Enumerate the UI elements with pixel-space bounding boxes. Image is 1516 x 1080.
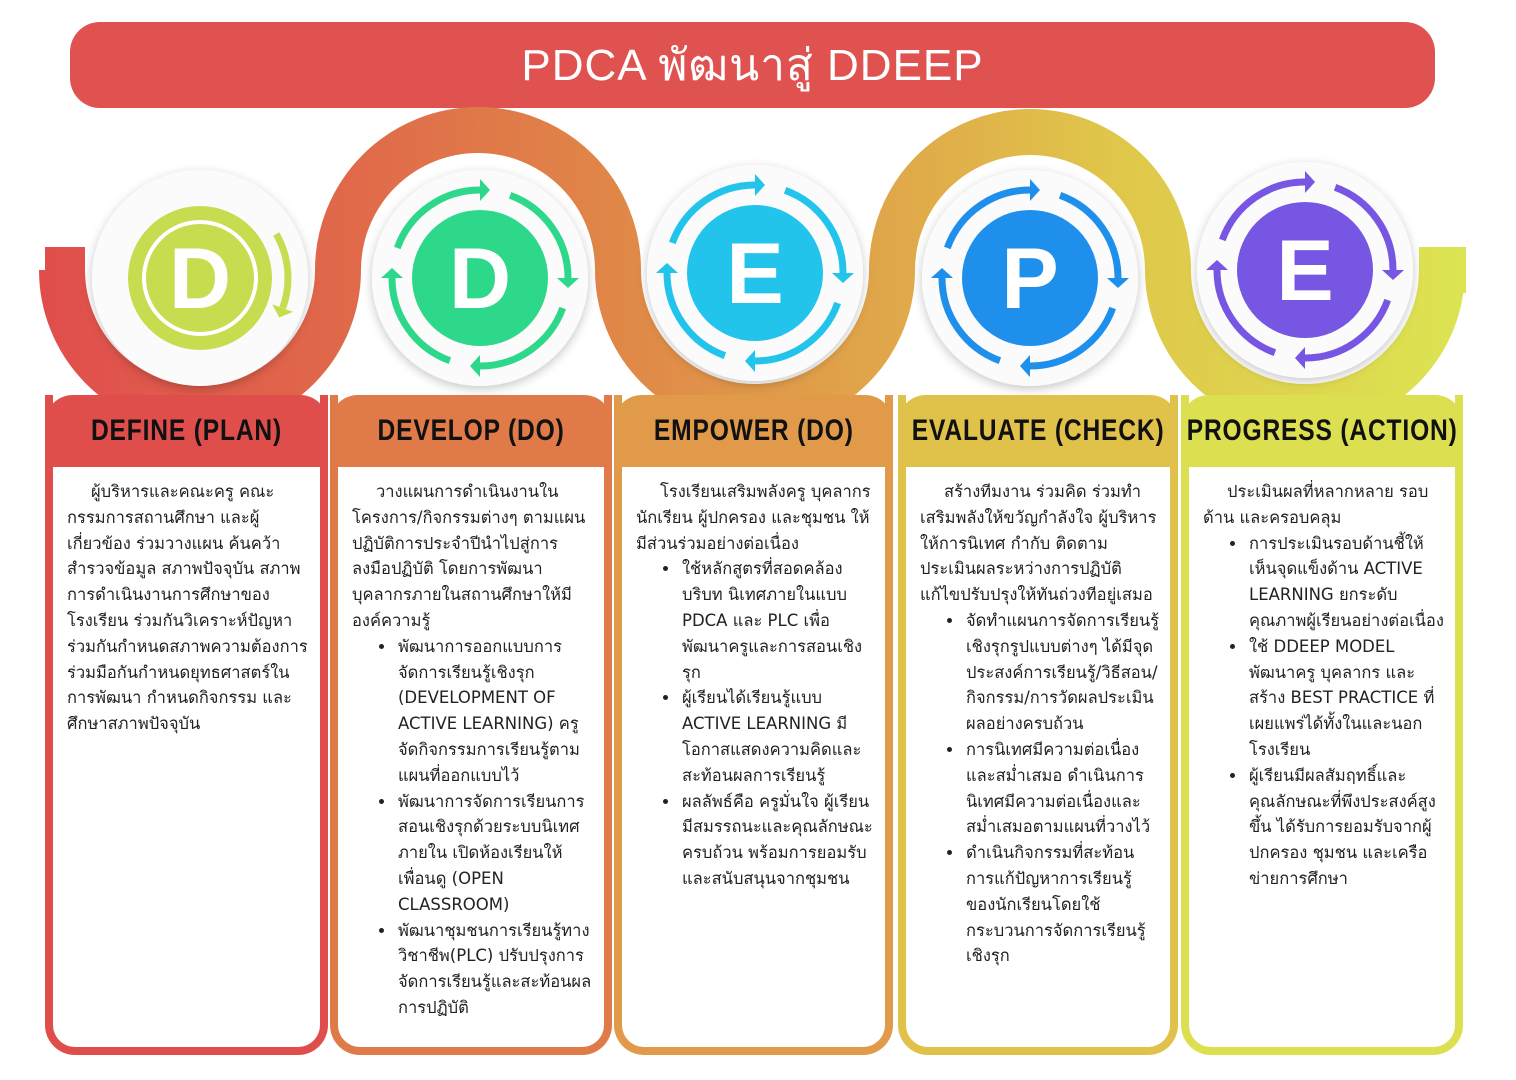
circle-icon-5: E bbox=[1197, 162, 1413, 378]
card-heading: EMPOWER (DO) bbox=[614, 395, 893, 467]
card-evaluate: EVALUATE (CHECK) สร้างทีมงาน ร่วมคิด ร่ว… bbox=[898, 395, 1178, 1055]
card-body: สร้างทีมงาน ร่วมคิด ร่วมทำ เสริมพลังให้ข… bbox=[920, 479, 1160, 969]
arrow-head-icon bbox=[272, 304, 294, 318]
cycle-arrow-icon bbox=[1219, 178, 1306, 242]
cycle-arrow-icon bbox=[1058, 192, 1122, 279]
card-body: ประเมินผลที่หลากหลาย รอบด้าน และครอบคลุม… bbox=[1203, 479, 1445, 892]
cycle-arrow-icon bbox=[783, 187, 847, 274]
circle-icon-2: D bbox=[372, 170, 588, 386]
bullet-item: พัฒนาการออกแบบการจัดการเรียนรู้เชิงรุก (… bbox=[396, 634, 594, 789]
circle-letter: D bbox=[449, 231, 511, 327]
bullet-item: ผู้เรียนมีผลสัมฤทธิ์และคุณลักษณะที่พึงปร… bbox=[1247, 763, 1445, 892]
bullet-item: พัฒนาชุมชนการเรียนรู้ทางวิชาชีพ(PLC) ปรั… bbox=[396, 918, 594, 1021]
arrow-head-icon bbox=[1030, 179, 1040, 201]
bullet-item: จัดทำแผนการจัดการเรียนรู้เชิงรุกรูปแบบต่… bbox=[964, 608, 1160, 737]
circle-letter: E bbox=[1276, 223, 1333, 319]
bullet-item: ใช้หลักสูตรที่สอดคล้องบริบท นิเทศภายในแบ… bbox=[680, 556, 875, 685]
card-heading-text: EVALUATE (CHECK) bbox=[911, 414, 1165, 447]
card-intro: วางแผนการดำเนินงานในโครงการ/กิจกรรมต่างๆ… bbox=[352, 482, 586, 630]
cycle-arrow-icon bbox=[388, 277, 452, 364]
cycle-arrow-icon bbox=[663, 272, 727, 359]
arrow-head-icon bbox=[1020, 355, 1030, 377]
letter-disc bbox=[687, 205, 823, 341]
circle-icon-1: D bbox=[92, 170, 308, 386]
bullet-item: การประเมินรอบด้านชี้ให้เห็นจุดแข็งด้าน A… bbox=[1247, 531, 1445, 634]
letter-disc bbox=[962, 210, 1098, 346]
circle-letter: P bbox=[1001, 231, 1058, 327]
card-heading: EVALUATE (CHECK) bbox=[898, 395, 1178, 467]
cycle-arrow-icon bbox=[1304, 298, 1391, 362]
bullet-item: ดำเนินกิจกรรมที่สะท้อนการแก้ปัญหาการเรีย… bbox=[964, 840, 1160, 969]
bullet-list: การประเมินรอบด้านชี้ให้เห็นจุดแข็งด้าน A… bbox=[1203, 531, 1445, 892]
circle-icon-4: P bbox=[922, 170, 1138, 386]
bullet-item: พัฒนาการจัดการเรียนการสอนเชิงรุกด้วยระบบ… bbox=[396, 789, 594, 918]
bullet-item: ผู้เรียนได้เรียนรู้แบบ ACTIVE LEARNING ม… bbox=[680, 685, 875, 788]
card-heading: DEVELOP (DO) bbox=[330, 395, 612, 467]
cycle-arrow-icon bbox=[944, 186, 1031, 250]
card-body: ผู้บริหารและคณะครู คณะกรรมการสถานศึกษา แ… bbox=[67, 479, 310, 737]
bullet-item: ใช้ DDEEP MODEL พัฒนาครู บุคลากร และสร้า… bbox=[1247, 634, 1445, 763]
arrow-head-icon bbox=[1295, 347, 1305, 369]
cycle-arrow-icon bbox=[1213, 269, 1277, 356]
cycle-arrow-icon bbox=[394, 186, 481, 250]
card-progress: PROGRESS (ACTION) ประเมินผลที่หลากหลาย ร… bbox=[1181, 395, 1463, 1055]
card-heading-text: DEVELOP (DO) bbox=[377, 414, 565, 447]
bullet-item: ผลลัพธ์คือ ครูมั่นใจ ผู้เรียนมีสมรรถนะแล… bbox=[680, 789, 875, 892]
card-heading: PROGRESS (ACTION) bbox=[1181, 395, 1463, 467]
cycle-arrow-icon bbox=[508, 192, 572, 279]
inner-ring bbox=[142, 220, 258, 336]
card-define: DEFINE (PLAN) ผู้บริหารและคณะครู คณะกรรม… bbox=[45, 395, 328, 1055]
card-body: โรงเรียนเสริมพลังครู บุคลากร นักเรียน ผู… bbox=[636, 479, 875, 892]
card-heading-text: DEFINE (PLAN) bbox=[90, 414, 283, 447]
circle-letter: D bbox=[169, 231, 231, 327]
arrow-head-icon bbox=[1206, 260, 1228, 270]
arrow-head-icon bbox=[1107, 278, 1129, 288]
arrow-head-icon bbox=[470, 355, 480, 377]
title-banner: PDCA พัฒนาสู่ DDEEP bbox=[70, 22, 1435, 108]
card-heading: DEFINE (PLAN) bbox=[45, 395, 328, 467]
card-empower: EMPOWER (DO) โรงเรียนเสริมพลังครู บุคลาก… bbox=[614, 395, 893, 1055]
cycle-arrow-icon bbox=[479, 306, 566, 370]
arrow-head-icon bbox=[832, 273, 854, 283]
card-intro: โรงเรียนเสริมพลังครู บุคลากร นักเรียน ผู… bbox=[636, 482, 871, 553]
bullet-list: จัดทำแผนการจัดการเรียนรู้เชิงรุกรูปแบบต่… bbox=[920, 608, 1160, 969]
arrow-head-icon bbox=[745, 350, 755, 372]
card-intro: สร้างทีมงาน ร่วมคิด ร่วมทำ เสริมพลังให้ข… bbox=[920, 482, 1157, 605]
card-heading-text: PROGRESS (ACTION) bbox=[1186, 414, 1458, 447]
letter-disc bbox=[128, 206, 272, 350]
cycle-arrow-icon bbox=[938, 277, 1002, 364]
bullet-list: พัฒนาการออกแบบการจัดการเรียนรู้เชิงรุก (… bbox=[352, 634, 594, 1021]
card-heading-text: EMPOWER (DO) bbox=[653, 414, 854, 447]
card-body: วางแผนการดำเนินงานในโครงการ/กิจกรรมต่างๆ… bbox=[352, 479, 594, 1021]
arrow-head-icon bbox=[557, 278, 579, 288]
card-develop: DEVELOP (DO) วางแผนการดำเนินงานในโครงการ… bbox=[330, 395, 612, 1055]
bullet-list: ใช้หลักสูตรที่สอดคล้องบริบท นิเทศภายในแบ… bbox=[636, 556, 875, 891]
cycle-arrow-icon bbox=[1333, 184, 1397, 271]
card-intro: ผู้บริหารและคณะครู คณะกรรมการสถานศึกษา แ… bbox=[67, 482, 308, 734]
cycle-arrow-icon bbox=[1029, 306, 1116, 370]
arrow-head-icon bbox=[1382, 270, 1404, 280]
arrow-head-icon bbox=[381, 268, 403, 278]
circle-icon-3: E bbox=[647, 165, 863, 381]
arrow-head-icon bbox=[1305, 171, 1315, 193]
arrow-head-icon bbox=[931, 268, 953, 278]
card-intro: ประเมินผลที่หลากหลาย รอบด้าน และครอบคลุม bbox=[1203, 482, 1429, 527]
cycle-arrow-icon bbox=[669, 181, 756, 245]
bullet-item: การนิเทศมีความต่อเนื่องและสม่ำเสมอ ดำเนิ… bbox=[964, 737, 1160, 840]
arrow-head-icon bbox=[755, 174, 765, 196]
arrow-head-icon bbox=[480, 179, 490, 201]
letter-disc bbox=[1237, 202, 1373, 338]
cycle-arrow-icon bbox=[273, 232, 292, 310]
arrow-head-icon bbox=[656, 263, 678, 273]
page-title: PDCA พัฒนาสู่ DDEEP bbox=[521, 41, 984, 90]
cycle-arrow-icon bbox=[754, 301, 841, 365]
circle-letter: E bbox=[726, 226, 783, 322]
letter-disc bbox=[412, 210, 548, 346]
